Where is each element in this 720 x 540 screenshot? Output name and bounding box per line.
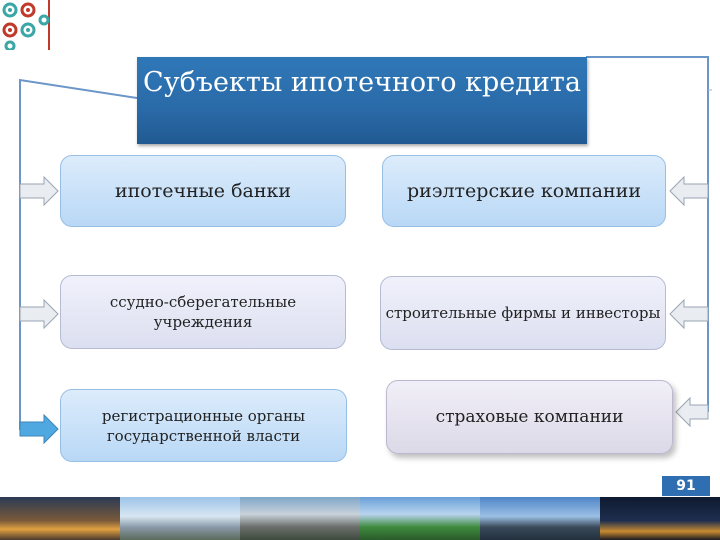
arrow-right-icon xyxy=(19,413,59,445)
right-connector-line xyxy=(586,56,709,412)
arrow-left-icon xyxy=(669,298,709,330)
left-connector-line xyxy=(19,78,138,430)
subject-box-mortgage-banks: ипотечные банки xyxy=(60,155,346,227)
arrow-right-icon xyxy=(19,175,59,207)
arrow-left-icon xyxy=(669,175,709,207)
decorative-photo-strip xyxy=(0,497,720,540)
page-number: 91 xyxy=(662,476,710,496)
subject-box-realtor-companies: риэлтерские компании xyxy=(382,155,666,227)
arrow-right-icon xyxy=(19,298,59,330)
subject-box-construction-firms: строительные фирмы и инвесторы xyxy=(380,276,666,350)
subject-box-insurance-companies: страховые компании xyxy=(386,380,673,454)
subject-box-savings-institutions: ссудно-сберегательные учреждения xyxy=(60,275,346,349)
ornament-logo xyxy=(0,0,52,50)
arrow-left-icon xyxy=(675,396,709,428)
diagram-title: Субъекты ипотечного кредита xyxy=(137,57,587,144)
subject-box-registration-authorities: регистрационные органы государственной в… xyxy=(60,389,347,462)
